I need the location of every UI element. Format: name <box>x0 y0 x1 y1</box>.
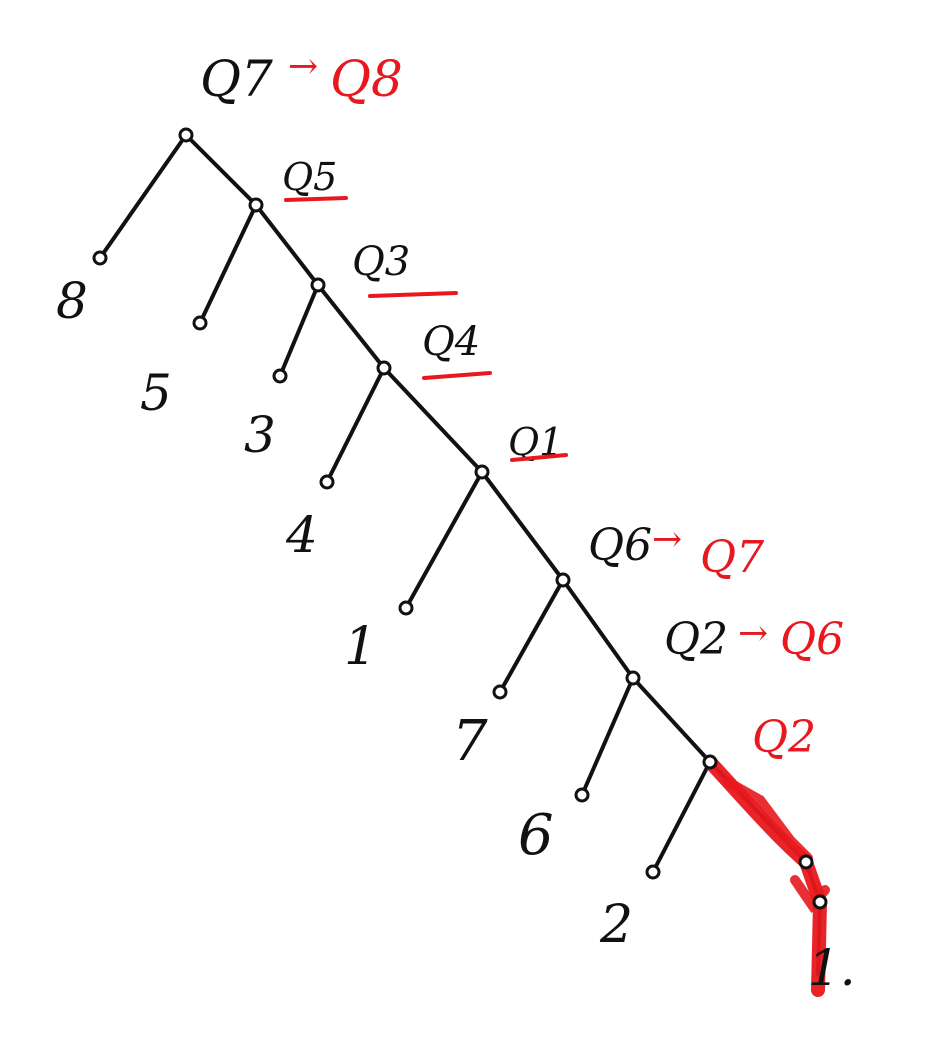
leaf-node <box>574 787 590 803</box>
leaf-node <box>192 315 208 331</box>
leaf-node <box>272 368 288 384</box>
red-underline <box>368 291 458 298</box>
internal-label: Q2 <box>664 614 728 665</box>
tree-nodes <box>92 127 828 910</box>
red-underline <box>422 371 492 380</box>
tree-edge <box>316 283 386 370</box>
tree-edge <box>404 470 484 610</box>
internal-node <box>555 572 571 588</box>
leaf-label: 6 <box>518 803 554 868</box>
highlight-scribble <box>703 755 827 997</box>
leaf-node <box>92 250 108 266</box>
leaf-node <box>492 684 508 700</box>
rewrite-label: Q6 <box>780 614 844 665</box>
tree-edge <box>498 578 565 694</box>
internal-node <box>702 754 718 770</box>
leaf-label: 8 <box>56 272 88 330</box>
tree-edge <box>325 366 386 484</box>
rewrite-label: Q2 <box>752 712 816 763</box>
rewrite-arrow-icon: → <box>652 519 682 560</box>
leaf-label: 1 <box>344 617 377 677</box>
tree-edge <box>382 366 484 474</box>
tree-edge <box>561 578 635 680</box>
red-underline <box>284 196 348 202</box>
internal-node <box>178 127 194 143</box>
internal-node <box>248 197 264 213</box>
internal-label: Q4 <box>422 319 480 365</box>
leaf-node <box>319 474 335 490</box>
internal-node <box>310 277 326 293</box>
leaf-label: 1. <box>808 939 856 997</box>
rewrite-arrow-icon: → <box>738 613 768 654</box>
tree-edge <box>98 133 188 260</box>
tree-edge <box>278 283 320 378</box>
leaf-label: 3 <box>244 406 276 464</box>
tree-edges <box>98 133 823 977</box>
internal-label: Q3 <box>352 239 410 285</box>
internal-node <box>474 464 490 480</box>
internal-label: Q6 <box>588 520 652 571</box>
internal-label: Q7 <box>200 50 273 108</box>
tree-edge <box>651 760 712 874</box>
tree-edge <box>631 676 712 764</box>
rewrite-arrow-icon: → <box>288 46 318 87</box>
leaf-label: 7 <box>452 709 488 774</box>
rewrite-label: Q8 <box>330 50 403 108</box>
tree-edge <box>184 133 258 207</box>
internal-node <box>376 360 392 376</box>
tree-edge <box>254 203 320 287</box>
rewrite-label: Q7 <box>700 532 764 583</box>
tree-edge <box>198 203 258 325</box>
leaf-label: 2 <box>599 895 633 955</box>
leaf-node <box>645 864 661 880</box>
red-underline <box>510 453 568 462</box>
leaf-node <box>812 894 828 910</box>
internal-label: Q5 <box>282 155 337 199</box>
internal-node <box>798 854 814 870</box>
leaf-label: 5 <box>140 364 172 422</box>
internal-node <box>625 670 641 686</box>
tree-edge <box>480 470 565 582</box>
leaf-node <box>398 600 414 616</box>
leaf-label: 4 <box>285 506 318 564</box>
tree-edge <box>580 676 635 797</box>
